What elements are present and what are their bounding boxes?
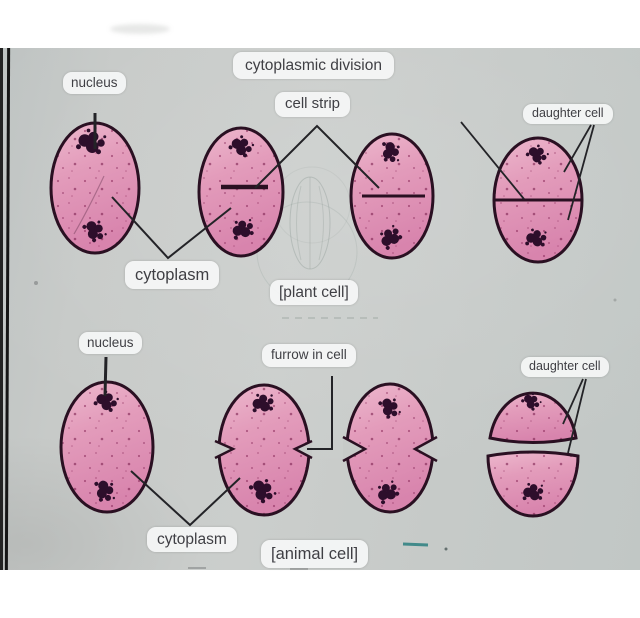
animal-cell-stage-1 [59, 380, 155, 514]
stray-pointer-line [460, 121, 525, 200]
book-spine-shadow [0, 48, 3, 570]
label-animal-cytoplasm: cytoplasm [147, 527, 237, 553]
animal-cell-stage-3 [342, 382, 438, 514]
cell-strip-connector [254, 124, 380, 189]
animal-row [59, 356, 587, 527]
plant-row [49, 113, 595, 264]
plant-cell-stage-3 [349, 132, 435, 260]
daughter-cell-line-2 [567, 124, 595, 221]
deep-furrow-right [412, 435, 438, 463]
page-marks [34, 281, 617, 570]
caption-animal-cell: [animal cell] [261, 540, 369, 568]
furrow-left [214, 439, 236, 460]
daughter-cell-line-2 [567, 378, 587, 454]
plant-cell-stage-4 [492, 136, 584, 264]
label-cytoplasmic-division: cytoplasmic division [233, 52, 394, 80]
plant-cell-stage-2 [197, 126, 285, 258]
animal-cell-stage-2 [214, 383, 313, 517]
plant-cell-stage-1 [49, 121, 141, 255]
plant-row-annotation-lines [93, 113, 595, 260]
label-plant-cytoplasm: cytoplasm [125, 261, 220, 289]
daughter-half-bottom [486, 450, 580, 518]
cytoplasm-connector [130, 470, 241, 527]
caption-plant-cell: [plant cell] [270, 280, 358, 306]
animal-row-annotation-lines [103, 356, 587, 527]
daughter-cell-line-1 [562, 378, 584, 425]
daughter-half-top [488, 391, 578, 444]
label-cell-strip: cell strip [275, 92, 351, 117]
furrow-right [292, 439, 313, 460]
label-furrow-in-cell: furrow in cell [262, 344, 356, 367]
paper-smudge [110, 24, 170, 34]
cytoplasm-connector [111, 196, 232, 260]
daughter-cell-line-1 [563, 124, 592, 173]
label-animal-nucleus: nucleus [79, 332, 142, 354]
animal-cell-stage-4 [486, 389, 580, 518]
deep-furrow-left [342, 435, 368, 463]
teal-pen-mark [402, 542, 429, 547]
furrow-connector [307, 376, 333, 450]
label-plant-nucleus: nucleus [63, 72, 126, 94]
nucleus-pointer-line [103, 356, 108, 397]
label-plant-daughter-cell: daughter cell [523, 104, 613, 124]
label-animal-daughter-cell: daughter cell [521, 357, 609, 377]
